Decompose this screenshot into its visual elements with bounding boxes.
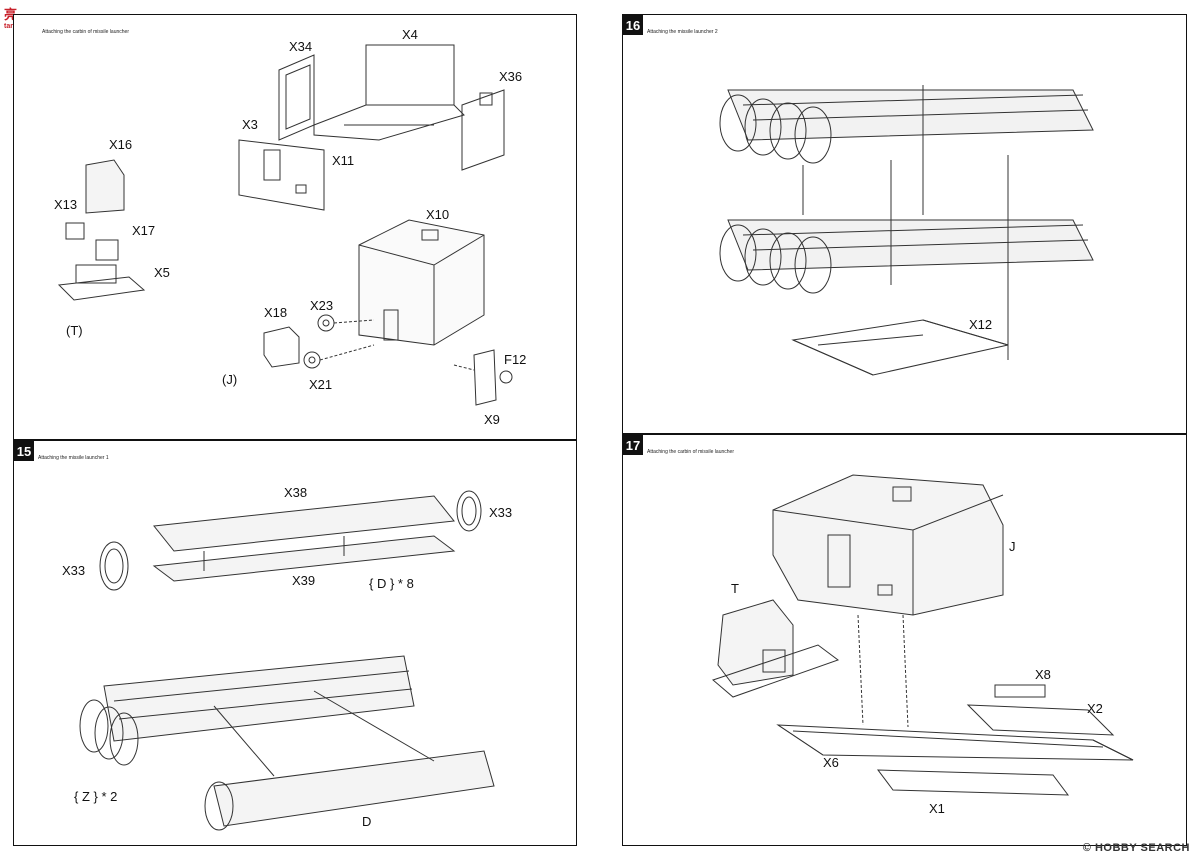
part-label-x16: X16 <box>109 137 133 152</box>
part-label-x5: X5 <box>154 265 170 280</box>
part-label-x13: X13 <box>54 197 78 212</box>
part-label-x39: X39 <box>292 573 316 588</box>
missile-tube-illustration <box>79 490 495 831</box>
part-label-x1: X1 <box>929 801 945 816</box>
part-label-j: (J) <box>222 372 238 387</box>
step-title: Attaching the missile launcher 1 <box>38 455 109 461</box>
part-label-x17: X17 <box>132 223 156 238</box>
part-label-x33-left: X33 <box>62 563 86 578</box>
part-label-d: D <box>362 814 372 829</box>
part-label-x36: X36 <box>499 69 523 84</box>
part-label-x38: X38 <box>284 485 308 500</box>
part-label-x23: X23 <box>310 298 334 313</box>
part-label-j: J <box>1009 539 1016 554</box>
part-label-x12: X12 <box>969 317 993 332</box>
step-number: 16 <box>623 15 643 35</box>
cabin-mount-illustration <box>712 474 1134 796</box>
part-label-x9: X9 <box>484 412 500 427</box>
part-label-f12: F12 <box>504 352 527 367</box>
panel-step-17: 17 Attaching the carbin of missile launc… <box>622 434 1187 846</box>
part-label-x18: X18 <box>264 305 288 320</box>
part-label-x8: X8 <box>1035 667 1051 682</box>
panel-step-14: Attaching the carbin of missile launcher <box>13 14 577 440</box>
quantity-label-z2: { Z } * 2 <box>74 789 118 804</box>
part-label-x4: X4 <box>402 27 418 42</box>
part-label-x3: X3 <box>242 117 258 132</box>
panel-step-16: 16 Attaching the missile launcher 2 <box>622 14 1187 434</box>
part-label-t: T <box>731 581 739 596</box>
step-title: Attaching the carbin of missile launcher <box>647 449 734 455</box>
step-title: Attaching the carbin of missile launcher <box>42 29 129 35</box>
part-label-x33-right: X33 <box>489 505 513 520</box>
step-number: 17 <box>623 435 643 455</box>
cabin-assembly-illustration <box>57 44 513 406</box>
part-label-x11: X11 <box>332 153 355 168</box>
part-label-x21: X21 <box>309 377 333 392</box>
panel-step-15: 15 Attaching the missile launcher 1 X38 … <box>13 440 577 846</box>
watermark: © HOBBY SEARCH <box>1082 842 1190 854</box>
step-number: 15 <box>14 441 34 461</box>
part-label-x6: X6 <box>823 755 839 770</box>
part-label-x2: X2 <box>1087 701 1103 716</box>
part-label-x34: X34 <box>289 39 313 54</box>
launcher-stacking-illustration <box>719 85 1094 376</box>
part-label-t: (T) <box>66 323 83 338</box>
part-label-x10: X10 <box>426 207 450 222</box>
quantity-label-d8: { D } * 8 <box>369 576 414 591</box>
step-title: Attaching the missile launcher 2 <box>647 29 718 35</box>
